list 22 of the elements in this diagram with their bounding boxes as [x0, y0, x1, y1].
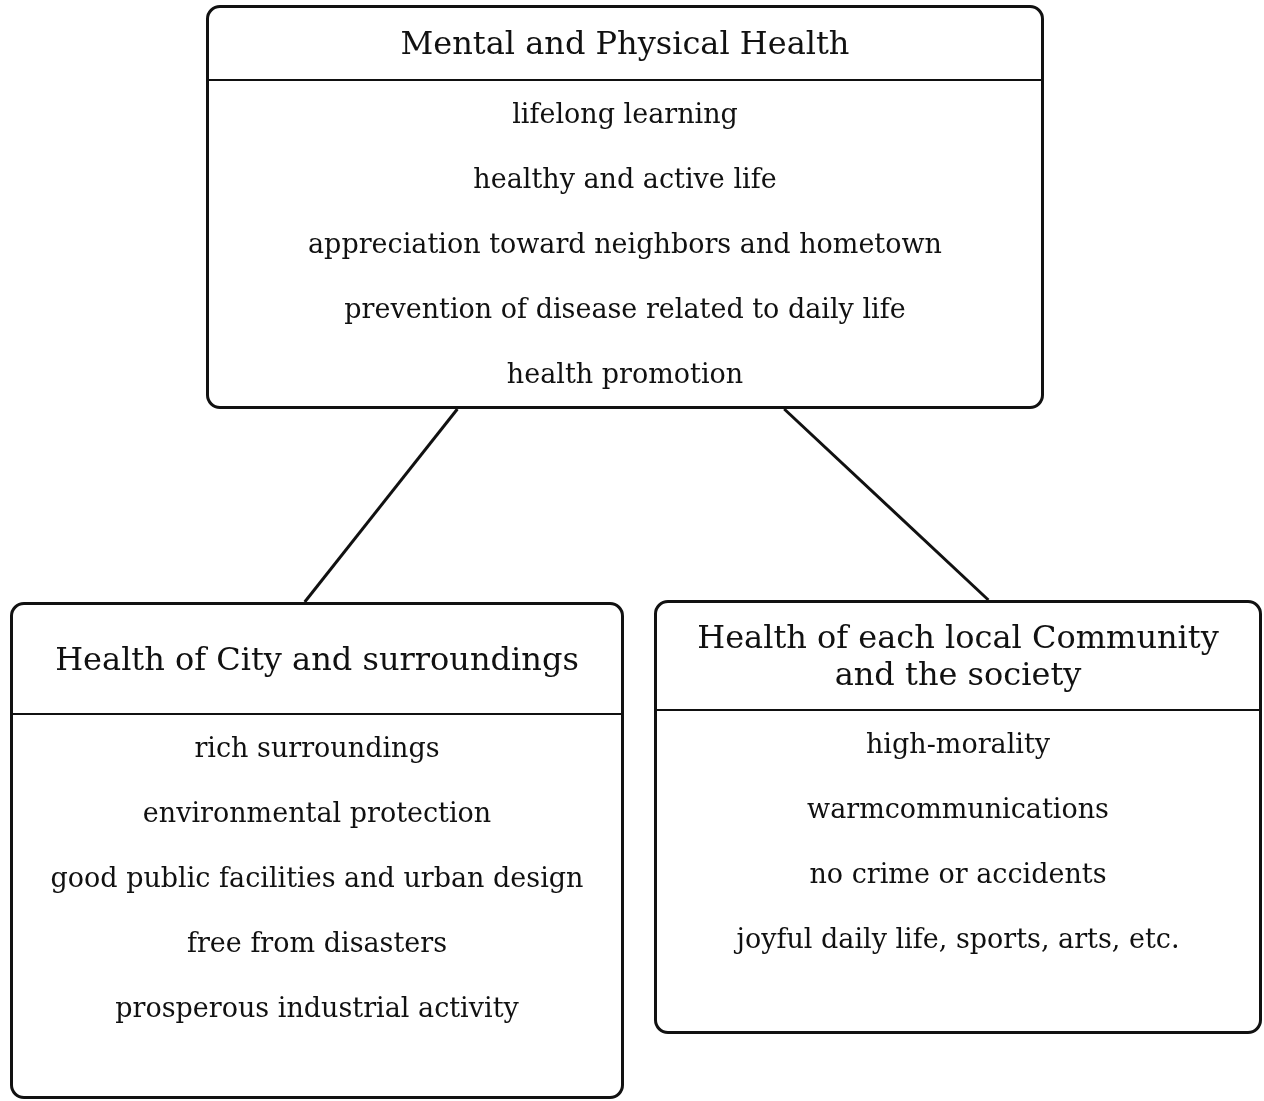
connector-line	[783, 407, 990, 602]
list-item: lifelong learning	[511, 97, 739, 131]
list-item: free from disasters	[185, 926, 449, 960]
list-item: prosperous industrial activity	[114, 991, 520, 1025]
category-box	[206, 5, 1044, 409]
box-heading: Health of City and surroundings	[54, 640, 580, 678]
list-item: warmcommunications	[806, 792, 1110, 826]
box-heading: Mental and Physical Health	[399, 25, 851, 62]
list-item: joyful daily life, sports, arts, etc.	[733, 922, 1181, 956]
category-box	[10, 602, 624, 1099]
list-item: prevention of disease related to daily life	[343, 292, 907, 326]
list-item: appreciation toward neighbors and hometown	[307, 227, 943, 261]
list-item: high-morality	[864, 727, 1052, 761]
list-item: healthy and active life	[472, 162, 778, 196]
list-item: health promotion	[505, 357, 745, 391]
box-heading: Health of each local Community and the society	[696, 619, 1220, 693]
list-item: good public facilities and urban design	[49, 861, 585, 895]
connector-line	[303, 408, 459, 603]
category-box	[654, 600, 1262, 1034]
list-item: no crime or accidents	[808, 857, 1108, 891]
list-item: environmental protection	[141, 796, 493, 830]
list-item: rich surroundings	[193, 731, 441, 765]
